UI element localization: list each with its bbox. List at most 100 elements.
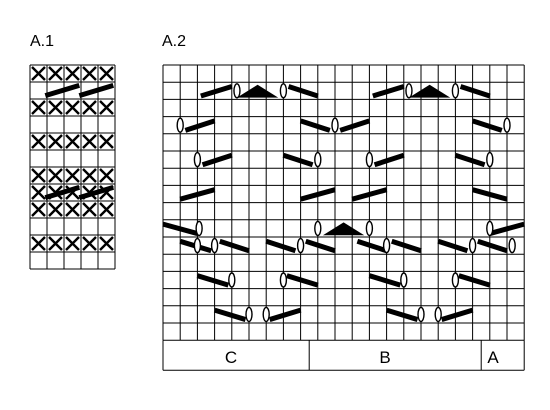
cable-bar-symbol (282, 152, 314, 168)
yarn-over-symbol (434, 306, 442, 323)
yarn-over-symbol (193, 151, 202, 168)
cable-bar-symbol (459, 84, 491, 99)
triangle-decrease-symbol (236, 84, 279, 98)
yarn-over-symbol (262, 306, 270, 323)
cross-stitch-symbol (48, 66, 63, 81)
cross-stitch-symbol (31, 100, 46, 115)
yarn-over-symbol (486, 220, 494, 237)
yarn-over-symbol (508, 237, 516, 254)
cable-bar-symbol (489, 221, 525, 236)
yarn-over-symbol (228, 272, 236, 288)
yarn-over-symbol (365, 220, 374, 237)
cross-stitch-symbol (82, 66, 97, 81)
cable-bar-symbol (299, 187, 336, 202)
cable-bar-symbol (265, 238, 297, 254)
yarn-over-symbol (400, 272, 408, 288)
cable-bar-symbol (356, 238, 388, 254)
section-label-b: B (379, 348, 391, 367)
yarn-over-symbol (314, 220, 322, 237)
cross-stitch-symbol (82, 134, 97, 149)
yarn-over-symbol (405, 83, 413, 99)
cable-bar-symbol (454, 152, 486, 168)
cross-stitch-symbol (99, 100, 114, 115)
cable-bar-symbol (437, 238, 469, 254)
cable-bar-symbol (78, 83, 115, 98)
cross-stitch-symbol (82, 168, 97, 183)
cross-stitch-symbol (31, 168, 46, 183)
cable-bar-symbol (476, 238, 508, 254)
cross-stitch-symbol (48, 134, 63, 149)
cross-stitch-symbol (65, 236, 80, 251)
cross-stitch-symbol (48, 202, 63, 217)
yarn-over-symbol (193, 237, 202, 254)
cross-stitch-symbol (82, 236, 97, 251)
cross-stitch-symbol (82, 100, 97, 115)
cable-bar-symbol (299, 118, 331, 133)
chart-a1-title: A.1 (30, 33, 55, 50)
triangle-decrease-symbol (408, 84, 451, 98)
yarn-over-symbol (382, 237, 391, 254)
cable-bar-symbol (179, 187, 216, 202)
cross-stitch-symbol (31, 202, 46, 217)
yarn-over-symbol (296, 237, 305, 254)
cable-bar-symbol (458, 273, 491, 288)
cable-bar-symbol (287, 84, 319, 99)
yarn-over-symbol (451, 272, 460, 288)
cross-stitch-symbol (99, 236, 114, 251)
yarn-over-symbol (365, 151, 374, 168)
cross-stitch-symbol (65, 66, 80, 81)
cable-bar-symbol (200, 84, 233, 99)
cable-bar-symbol (385, 307, 419, 322)
cable-bar-symbol (78, 185, 115, 200)
yarn-over-symbol (210, 237, 219, 254)
cable-bar-symbol (213, 307, 247, 322)
cable-bar-symbol (471, 187, 508, 202)
yarn-over-symbol (279, 272, 288, 288)
cable-bar-symbol (218, 238, 250, 254)
cross-stitch-symbol (99, 134, 114, 149)
cable-bar-symbol (339, 118, 371, 133)
yarn-over-symbol (503, 117, 511, 133)
cross-stitch-symbol (31, 134, 46, 149)
cable-bar-symbol (368, 273, 402, 288)
chart-a2-grid (162, 64, 525, 371)
cable-bar-symbol (390, 238, 422, 254)
cable-bar-symbol (268, 307, 302, 322)
yarn-over-symbol (176, 117, 184, 133)
cross-stitch-symbol (48, 100, 63, 115)
chart-a2-title: A.2 (162, 33, 187, 50)
cable-bar-symbol (184, 118, 216, 133)
cross-stitch-symbol (99, 168, 114, 183)
yarn-over-symbol (468, 237, 477, 254)
yarn-over-symbol (451, 83, 460, 99)
cross-stitch-symbol (82, 202, 97, 217)
cable-bar-symbol (44, 83, 81, 98)
cross-stitch-symbol (65, 202, 80, 217)
yarn-over-symbol (233, 83, 241, 99)
cross-stitch-symbol (65, 168, 80, 183)
cross-stitch-symbol (48, 236, 63, 251)
yarn-over-symbol (195, 220, 203, 237)
cross-stitch-symbol (99, 66, 114, 81)
yarn-over-symbol (314, 151, 322, 168)
cable-bar-symbol (351, 187, 388, 202)
yarn-over-symbol (417, 306, 425, 323)
cable-bar-symbol (304, 238, 336, 254)
cable-bar-symbol (201, 152, 233, 168)
yarn-over-symbol (279, 83, 288, 99)
yarn-over-symbol (245, 306, 253, 323)
cable-bar-symbol (44, 185, 81, 200)
cable-bar-symbol (440, 307, 474, 322)
cross-stitch-symbol (31, 66, 46, 81)
cross-stitch-symbol (65, 100, 80, 115)
triangle-decrease-symbol (322, 222, 365, 236)
cable-bar-symbol (162, 221, 199, 236)
cross-stitch-symbol (48, 168, 63, 183)
cross-stitch-symbol (99, 202, 114, 217)
cable-bar-symbol (372, 84, 405, 99)
chart-a1-grid (29, 64, 116, 270)
cable-bar-symbol (471, 118, 503, 133)
yarn-over-symbol (486, 151, 494, 168)
section-label-a: A (487, 348, 499, 367)
